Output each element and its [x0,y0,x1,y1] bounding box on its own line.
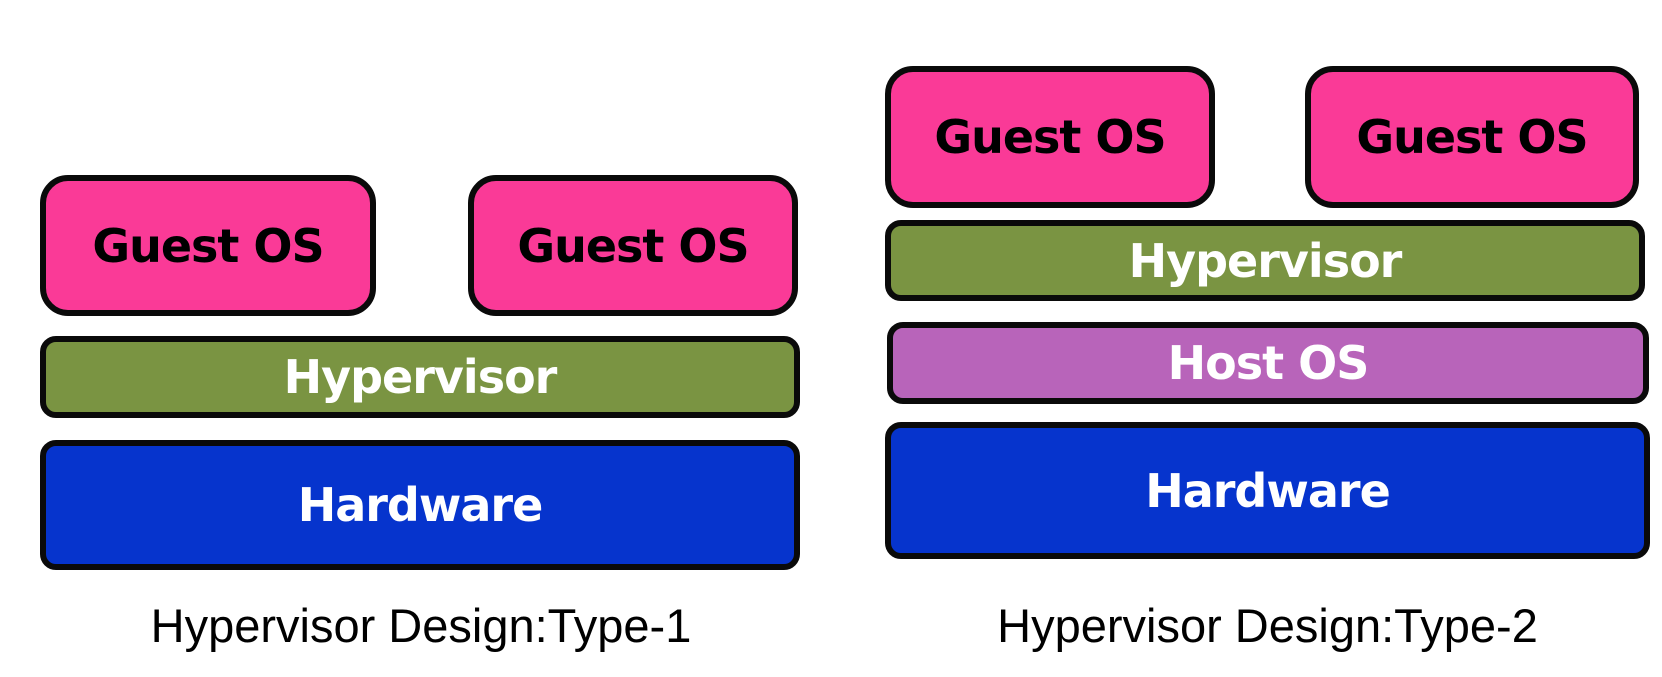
hypervisor-layer: Hypervisor [40,336,800,418]
diagram-caption-type1: Hypervisor Design:Type-1 [150,599,692,652]
diagram-caption-type2: Hypervisor Design:Type-2 [997,599,1538,652]
diagram-type1: Guest OS Guest OS Hypervisor Hardware Hy… [40,0,802,677]
hardware-layer: Hardware [40,440,800,570]
hardware-label: Hardware [297,478,544,532]
hypervisor-layer: Hypervisor [885,220,1645,301]
hypervisor-label: Hypervisor [1128,233,1403,288]
host-os-label: Host OS [1167,336,1370,390]
diagram-type2: Guest OS Guest OS Hypervisor Host OS Har… [885,0,1650,677]
guest-os-label: Guest OS [1356,110,1588,164]
guest-os-box: Guest OS [468,175,798,316]
hypervisor-label: Hypervisor [283,350,558,404]
hardware-layer: Hardware [885,422,1650,559]
guest-os-box: Guest OS [40,175,376,316]
hardware-label: Hardware [1145,463,1391,518]
guest-os-label: Guest OS [517,218,749,273]
guest-os-box: Guest OS [1305,66,1639,208]
guest-os-box: Guest OS [885,66,1215,208]
host-os-layer: Host OS [887,322,1649,404]
guest-os-label: Guest OS [934,110,1166,164]
guest-os-label: Guest OS [92,218,324,273]
